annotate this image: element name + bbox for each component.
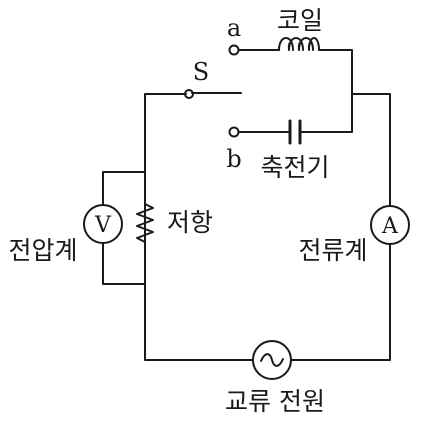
voltmeter-symbol: V — [94, 213, 112, 238]
terminal-a-label: a — [227, 14, 241, 42]
coil-branch-wire — [238, 49, 353, 133]
ammeter-circle — [370, 205, 410, 245]
resistor-zigzag — [136, 203, 154, 243]
ac-source-circle — [252, 340, 292, 380]
switch-label: S — [193, 58, 209, 86]
ac-source-label: 교류 전원 — [225, 387, 325, 416]
terminal-b-label: b — [226, 145, 241, 173]
left-wire — [144, 93, 254, 361]
ac-source-wave — [260, 353, 284, 367]
coil-label: 코일 — [277, 6, 323, 35]
voltmeter-loop-wire — [102, 171, 146, 285]
capacitor-label: 축전기 — [260, 153, 329, 182]
right-wire — [290, 93, 391, 361]
terminal-a — [228, 44, 240, 56]
resistor-label: 저항 — [167, 208, 213, 237]
ammeter-symbol: A — [381, 214, 399, 239]
coil-symbol — [278, 37, 320, 51]
terminal-b — [228, 126, 240, 138]
ammeter-label: 전류계 — [298, 236, 367, 265]
voltmeter-label: 전압계 — [8, 236, 77, 265]
voltmeter-circle — [83, 204, 123, 244]
